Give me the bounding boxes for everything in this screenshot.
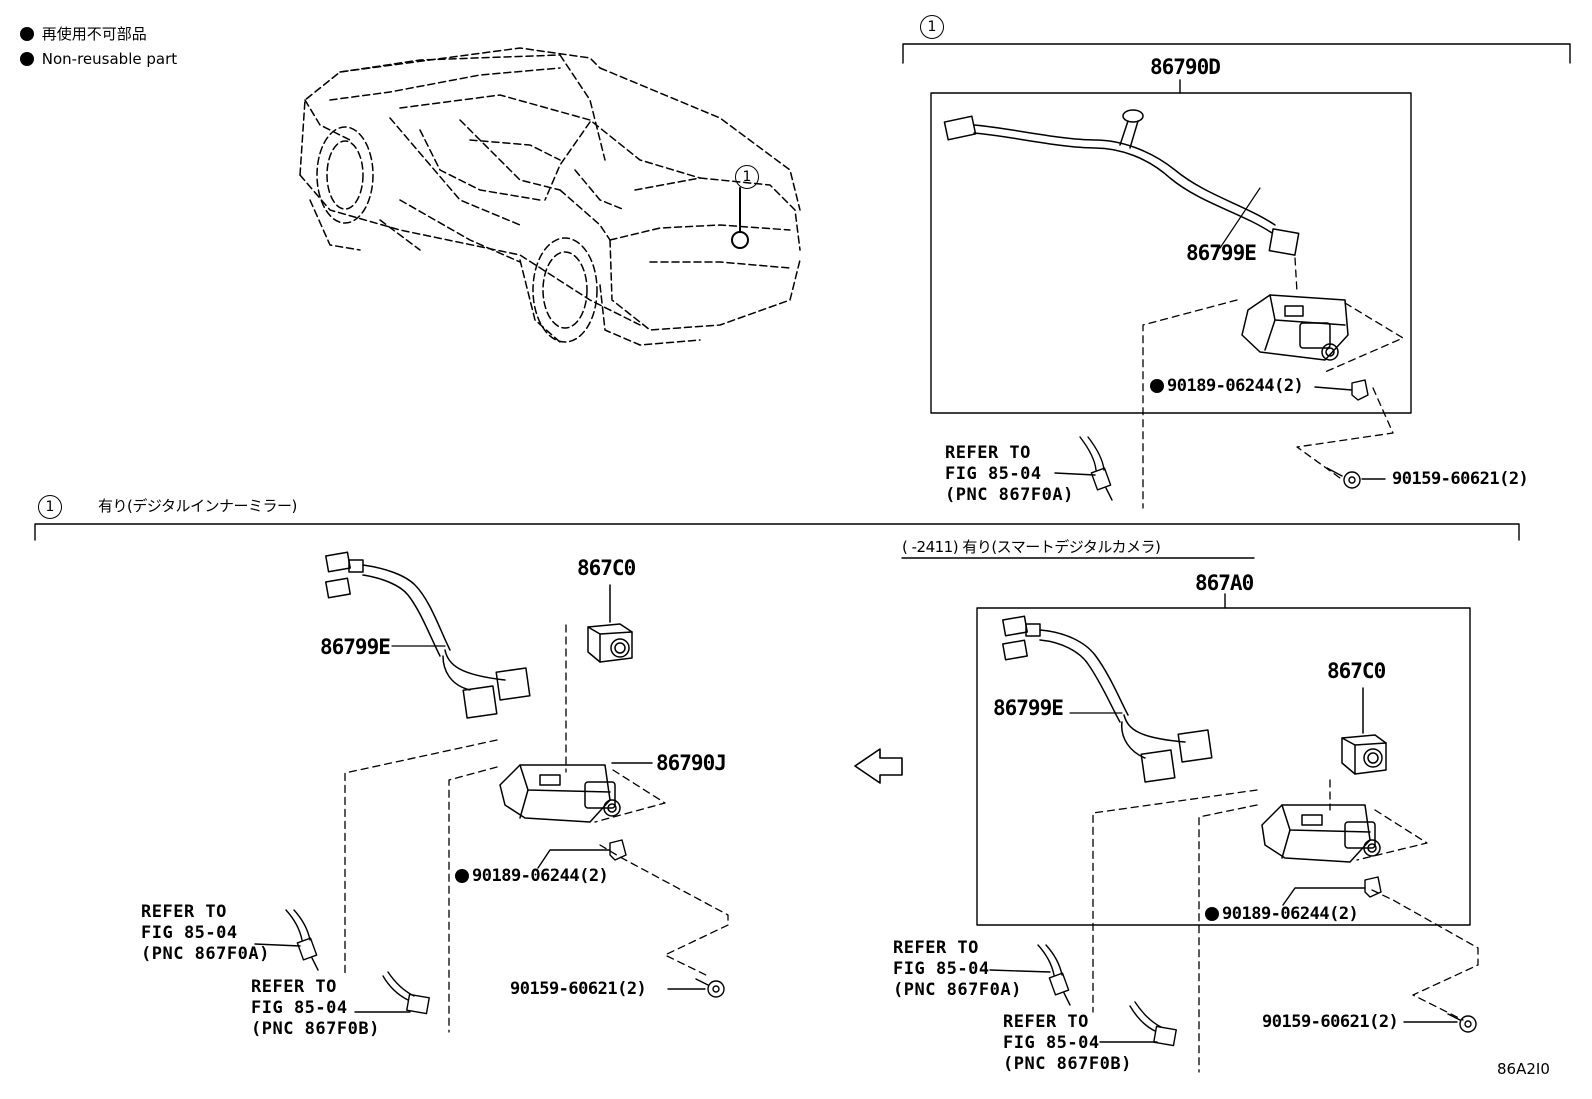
nonreusable-dot-icon	[20, 27, 34, 41]
part-number-86799e-left: 86799E	[320, 635, 391, 659]
refer-note-right-a: REFER TO FIG 85-04 (PNC 867F0A)	[893, 938, 1022, 1000]
part-number-clip-left: 90189-06244(2)	[455, 867, 609, 885]
part-number-86799e-top: 86799E	[1186, 241, 1257, 265]
part-number-clip-top: 90189-06244(2)	[1150, 377, 1304, 395]
part-number-screw-left: 90159-60621(2)	[510, 979, 647, 999]
nonreusable-dot-icon	[20, 52, 34, 66]
camera-867c0-bottom-right	[1341, 687, 1387, 775]
refer-note-right-b: REFER TO FIG 85-04 (PNC 867F0B)	[1003, 1012, 1132, 1074]
nonreusable-dot-icon	[455, 869, 469, 883]
refer-note-left-a: REFER TO FIG 85-04 (PNC 867F0A)	[141, 902, 270, 964]
section-title-smart-digital-camera: ( -2411) 有り(スマートデジタルカメラ)	[902, 538, 1161, 556]
refer-note-top: REFER TO FIG 85-04 (PNC 867F0A)	[945, 443, 1074, 505]
camera-module-top-right	[1241, 294, 1349, 361]
legend-nonreusable-jp: 再使用不可部品	[20, 25, 147, 43]
section-marker-1-bottom: 1	[38, 495, 62, 519]
nonreusable-dot-icon	[1205, 907, 1219, 921]
part-number-86790j: 86790J	[656, 751, 727, 775]
part-number-clip-right: 90189-06244(2)	[1205, 905, 1359, 923]
section-marker-1: 1	[920, 15, 944, 39]
nonreusable-dot-icon	[1150, 379, 1164, 393]
part-number-867c0-left: 867C0	[577, 556, 636, 580]
legend-nonreusable-en: Non-reusable part	[20, 50, 177, 68]
harness-bottom-right	[1002, 615, 1213, 783]
figure-code: 86A2I0	[1497, 1060, 1550, 1078]
section-title-digital-mirror: 有り(デジタルインナーミラー)	[98, 497, 297, 515]
harness-top-right	[943, 109, 1300, 256]
callout-marker-1: 1	[735, 165, 759, 189]
refer-note-left-b: REFER TO FIG 85-04 (PNC 867F0B)	[251, 977, 380, 1039]
camera-module-bottom-left	[499, 762, 653, 823]
harness-bottom-left	[325, 551, 531, 719]
camera-867c0-bottom-left	[587, 584, 633, 663]
part-number-86799e-right: 86799E	[993, 696, 1064, 720]
vehicle-illustration	[299, 47, 801, 346]
part-number-86790d: 86790D	[1150, 55, 1221, 79]
part-number-screw-right: 90159-60621(2)	[1262, 1012, 1399, 1032]
part-number-screw-top: 90159-60621(2)	[1392, 469, 1529, 489]
camera-module-bottom-right	[1261, 804, 1381, 863]
top-right-section-bracket	[902, 43, 1571, 64]
part-number-867a0: 867A0	[1195, 571, 1254, 595]
direction-arrow	[854, 748, 903, 784]
part-number-867c0-right: 867C0	[1327, 659, 1386, 683]
